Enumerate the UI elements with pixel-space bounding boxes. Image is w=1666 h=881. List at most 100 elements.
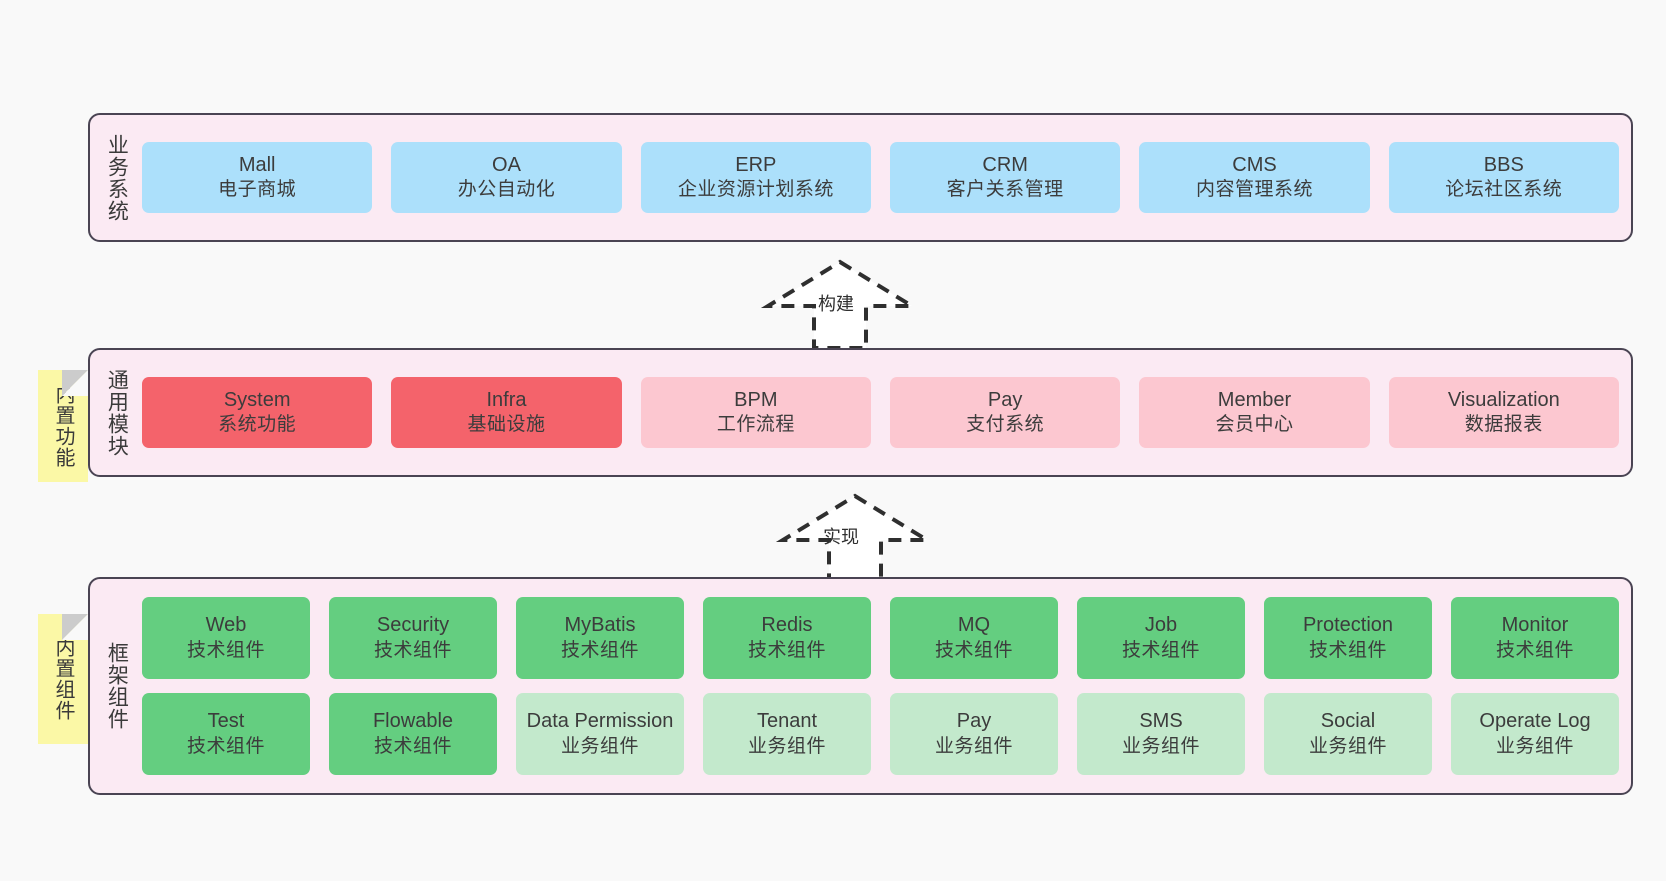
node-redis[interactable]: Redis 技术组件	[703, 597, 871, 679]
node-label-cn: 技术组件	[373, 639, 452, 661]
node-label-cn: 业务组件	[560, 735, 639, 757]
node-label-cn: 技术组件	[1308, 639, 1387, 661]
node-label-en: Flowable	[372, 710, 454, 733]
node-label-en: Job	[1144, 614, 1178, 637]
connector-build-label: 构建	[818, 294, 854, 314]
node-label-cn: 工作流程	[716, 414, 795, 436]
node-label-en: Mall	[238, 153, 276, 176]
node-label-cn: 客户关系管理	[946, 179, 1064, 201]
node-security[interactable]: Security 技术组件	[329, 597, 497, 679]
node-label-cn: 技术组件	[560, 639, 639, 661]
node-oa[interactable]: OA 办公自动化	[391, 142, 622, 213]
node-label-en: BBS	[1483, 153, 1524, 176]
node-label-en: MyBatis	[564, 614, 636, 637]
node-label-en: Member	[1217, 388, 1292, 411]
node-pay-component[interactable]: Pay 业务组件	[890, 693, 1058, 775]
node-label-en: Test	[207, 710, 245, 733]
node-label-cn: 技术组件	[186, 735, 265, 757]
layer-title-business-system: 业务系统	[105, 133, 129, 222]
node-row: Test 技术组件 Flowable 技术组件 Data Permission …	[142, 693, 1619, 775]
node-label-cn: 业务组件	[1121, 735, 1200, 757]
node-label-cn: 业务组件	[747, 735, 826, 757]
node-erp[interactable]: ERP 企业资源计划系统	[640, 142, 871, 213]
node-label-cn: 技术组件	[934, 639, 1013, 661]
node-bpm[interactable]: BPM 工作流程	[640, 377, 871, 448]
node-label-en: Tenant	[756, 710, 818, 733]
node-label-en: Monitor	[1501, 614, 1569, 637]
node-label-cn: 技术组件	[186, 639, 265, 661]
node-pay[interactable]: Pay 支付系统	[889, 377, 1121, 448]
node-web[interactable]: Web 技术组件	[142, 597, 310, 679]
node-label-en: CRM	[982, 153, 1028, 176]
node-social[interactable]: Social 业务组件	[1264, 693, 1432, 775]
node-mq[interactable]: MQ 技术组件	[890, 597, 1058, 679]
node-label-en: OA	[492, 153, 521, 176]
node-row: Web 技术组件 Security 技术组件 MyBatis 技术组件 Redi…	[142, 597, 1619, 679]
node-label-en: System	[223, 388, 291, 411]
node-label-cn: 会员中心	[1215, 414, 1294, 436]
layer-framework-components: 框架组件 Web 技术组件 Security 技术组件 MyBatis 技术组件…	[88, 577, 1633, 795]
node-label-cn: 业务组件	[1495, 735, 1574, 757]
node-bbs[interactable]: BBS 论坛社区系统	[1388, 142, 1619, 213]
node-label-en: SMS	[1139, 710, 1183, 733]
node-visualization[interactable]: Visualization 数据报表	[1388, 377, 1619, 448]
node-cms[interactable]: CMS 内容管理系统	[1139, 142, 1370, 213]
node-label-en: Data Permission	[526, 710, 674, 733]
node-infra[interactable]: Infra 基础设施	[391, 377, 622, 448]
node-label-cn: 技术组件	[1495, 639, 1574, 661]
node-tenant[interactable]: Tenant 业务组件	[703, 693, 871, 775]
node-label-cn: 基础设施	[467, 414, 546, 436]
layer-body-business-system: Mall 电子商城 OA 办公自动化 ERP 企业资源计划系统 CRM 客户关系…	[142, 115, 1631, 240]
node-label-cn: 技术组件	[1121, 639, 1200, 661]
node-flowable[interactable]: Flowable 技术组件	[329, 693, 497, 775]
note-built-in-components: 内置组件	[38, 614, 88, 744]
node-member[interactable]: Member 会员中心	[1139, 377, 1370, 448]
node-monitor[interactable]: Monitor 技术组件	[1451, 597, 1619, 679]
node-label-en: Operate Log	[1479, 710, 1591, 733]
node-label-cn: 办公自动化	[457, 179, 556, 201]
layer-title-framework-components: 框架组件	[105, 642, 129, 730]
node-label-en: BPM	[734, 388, 778, 411]
node-label-en: MQ	[957, 614, 991, 637]
node-mall[interactable]: Mall 电子商城	[142, 142, 373, 213]
layer-body-framework-components: Web 技术组件 Security 技术组件 MyBatis 技术组件 Redi…	[142, 579, 1631, 793]
node-label-en: Visualization	[1447, 388, 1560, 411]
node-label-en: Social	[1320, 710, 1376, 733]
node-protection[interactable]: Protection 技术组件	[1264, 597, 1432, 679]
node-test[interactable]: Test 技术组件	[142, 693, 310, 775]
node-label-cn: 业务组件	[1308, 735, 1387, 757]
connector-implement-label: 实现	[823, 527, 859, 547]
node-sms[interactable]: SMS 业务组件	[1077, 693, 1245, 775]
layer-common-modules: 通用模块 System 系统功能 Infra 基础设施 BPM 工作流程 Pay…	[88, 348, 1633, 477]
node-label-en: ERP	[735, 153, 777, 176]
node-label-en: Security	[376, 614, 450, 637]
node-label-cn: 数据报表	[1464, 414, 1543, 436]
node-label-cn: 技术组件	[373, 735, 452, 757]
node-row: System 系统功能 Infra 基础设施 BPM 工作流程 Pay 支付系统…	[142, 377, 1619, 448]
node-row: Mall 电子商城 OA 办公自动化 ERP 企业资源计划系统 CRM 客户关系…	[142, 142, 1619, 213]
node-data-permission[interactable]: Data Permission 业务组件	[516, 693, 684, 775]
node-crm[interactable]: CRM 客户关系管理	[889, 142, 1121, 213]
node-label-cn: 支付系统	[966, 414, 1045, 436]
node-job[interactable]: Job 技术组件	[1077, 597, 1245, 679]
layer-body-common-modules: System 系统功能 Infra 基础设施 BPM 工作流程 Pay 支付系统…	[142, 350, 1631, 475]
node-system[interactable]: System 系统功能	[142, 377, 373, 448]
node-mybatis[interactable]: MyBatis 技术组件	[516, 597, 684, 679]
node-label-cn: 电子商城	[218, 179, 297, 201]
note-built-in-functions: 内置功能	[38, 370, 88, 482]
node-label-en: Infra	[486, 388, 527, 411]
node-label-en: Pay	[956, 710, 992, 733]
node-label-en: Protection	[1302, 614, 1394, 637]
layer-title-common-modules: 通用模块	[105, 368, 129, 457]
node-label-cn: 技术组件	[747, 639, 826, 661]
node-label-cn: 业务组件	[934, 735, 1013, 757]
layer-business-system: 业务系统 Mall 电子商城 OA 办公自动化 ERP 企业资源计划系统 CRM…	[88, 113, 1633, 242]
node-operate-log[interactable]: Operate Log 业务组件	[1451, 693, 1619, 775]
node-label-cn: 内容管理系统	[1195, 179, 1313, 201]
node-label-en: Web	[205, 614, 247, 637]
node-label-cn: 企业资源计划系统	[677, 179, 834, 201]
node-label-en: CMS	[1232, 153, 1277, 176]
node-label-en: Pay	[987, 388, 1023, 411]
node-label-cn: 系统功能	[218, 414, 297, 436]
